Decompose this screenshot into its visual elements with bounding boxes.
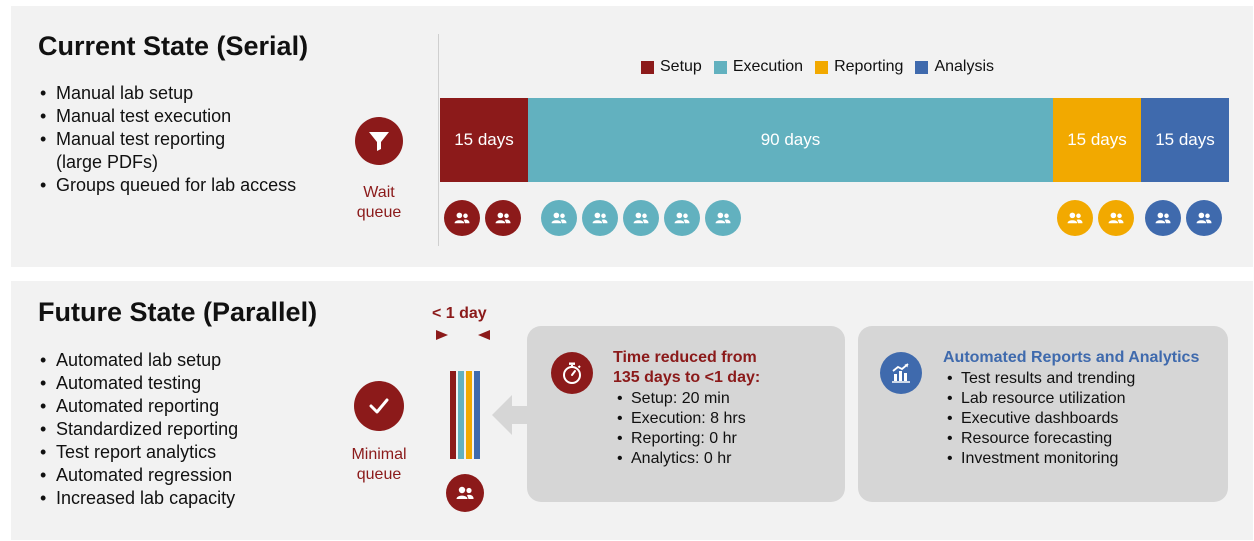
group-icon [1186, 200, 1222, 236]
bar-segment-execution: 90 days [528, 98, 1053, 182]
chart-legend: Setup Execution Reporting Analysis [641, 58, 1006, 76]
arrow-left-icon [492, 395, 530, 435]
legend-item-setup: Setup [641, 58, 702, 76]
list-item: Reporting: 0 hr [615, 429, 746, 449]
current-state-title: Current State (Serial) [38, 31, 309, 61]
group-icon [623, 200, 659, 236]
bullet-item: Groups queued for lab access [38, 174, 296, 197]
reports-analytics-list: Test results and trending Lab resource u… [945, 369, 1135, 469]
bullet-item: Manual lab setup [38, 82, 296, 105]
checkmark-icon [354, 381, 404, 431]
bar-segment-setup [450, 371, 456, 459]
bullet-item: Automated testing [38, 372, 238, 395]
group-icon [1145, 200, 1181, 236]
duration-label: < 1 day [432, 305, 487, 322]
bullet-item: Automated regression [38, 464, 238, 487]
list-item: Execution: 8 hrs [615, 409, 746, 429]
group-icon [541, 200, 577, 236]
card-title: Automated Reports and Analytics [943, 349, 1200, 366]
list-item: Analytics: 0 hr [615, 449, 746, 469]
bar-segment-reporting [466, 371, 472, 459]
bullet-item: Automated reporting [38, 395, 238, 418]
bullet-item: Test report analytics [38, 441, 238, 464]
list-item: Investment monitoring [945, 449, 1135, 469]
bullet-item: Increased lab capacity [38, 487, 238, 510]
time-reduction-list: Setup: 20 min Execution: 8 hrs Reporting… [615, 389, 746, 469]
bullet-item: Automated lab setup [38, 349, 238, 372]
bar-segment-analysis: 15 days [1141, 98, 1229, 182]
group-icon [582, 200, 618, 236]
compressed-timeline-bar [450, 371, 480, 459]
bar-segment-reporting: 15 days [1053, 98, 1141, 182]
wait-queue-label: Wait queue [356, 184, 402, 221]
section-divider [438, 34, 439, 246]
legend-swatch [815, 60, 829, 74]
legend-swatch [915, 60, 929, 74]
legend-item-analysis: Analysis [915, 58, 994, 76]
analytics-chart-icon [880, 352, 922, 394]
bullet-item: Standardized reporting [38, 418, 238, 441]
bar-segment-analysis [474, 371, 480, 459]
bullet-item: Manual test reporting [38, 128, 296, 151]
list-item: Test results and trending [945, 369, 1135, 389]
group-icon [1057, 200, 1093, 236]
bullet-item-continued: (large PDFs) [38, 151, 296, 174]
group-icon [444, 200, 480, 236]
bullet-item: Manual test execution [38, 105, 296, 128]
time-reduction-card: Time reduced from 135 days to <1 day: Se… [527, 326, 845, 502]
reports-analytics-card: Automated Reports and Analytics Test res… [858, 326, 1228, 502]
future-state-title: Future State (Parallel) [38, 297, 318, 327]
legend-swatch [641, 60, 654, 74]
group-icon [664, 200, 700, 236]
bar-segment-setup: 15 days [440, 98, 528, 182]
group-icon [705, 200, 741, 236]
card-title-line-2: 135 days to <1 day: [613, 369, 761, 386]
funnel-icon [355, 117, 403, 165]
minimal-queue-label: Minimal queue [351, 446, 407, 483]
list-item: Executive dashboards [945, 409, 1135, 429]
duration-arrows-icon [436, 330, 490, 340]
future-state-bullets: Automated lab setup Automated testing Au… [38, 349, 238, 510]
legend-item-execution: Execution [713, 58, 803, 76]
card-title-line-1: Time reduced from [613, 349, 757, 366]
group-icon [1098, 200, 1134, 236]
legend-swatch [713, 60, 727, 74]
legend-item-reporting: Reporting [815, 58, 903, 76]
stopwatch-icon [551, 352, 593, 394]
list-item: Lab resource utilization [945, 389, 1135, 409]
bar-segment-execution [458, 371, 464, 459]
group-icon [446, 474, 484, 512]
bullet-continuation-text: (large PDFs) [56, 152, 159, 172]
list-item: Resource forecasting [945, 429, 1135, 449]
current-state-bullets: Manual lab setup Manual test execution M… [38, 82, 296, 197]
list-item: Setup: 20 min [615, 389, 746, 409]
group-icon [485, 200, 521, 236]
